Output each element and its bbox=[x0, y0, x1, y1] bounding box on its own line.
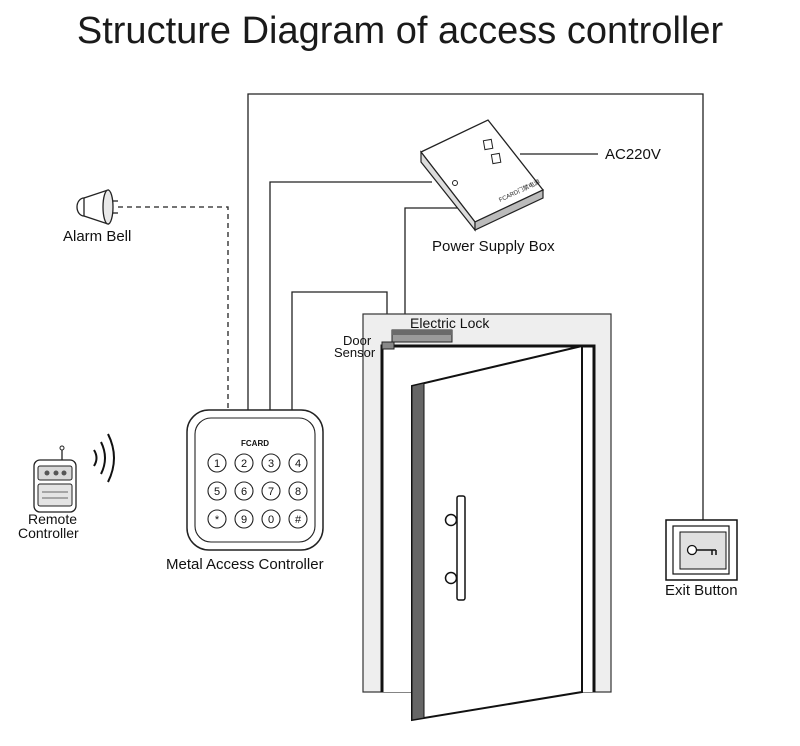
keypad-key-circle bbox=[288, 481, 308, 501]
door-sensor-label-line2: Sensor bbox=[334, 345, 376, 360]
power-supply-box-label: Power Supply Box bbox=[432, 238, 555, 255]
keypad-key-circle bbox=[207, 509, 227, 529]
wire-power-supply bbox=[269, 181, 432, 410]
alarm-bell-label: Alarm Bell bbox=[63, 228, 132, 245]
remote-controller-label-line2: Controller bbox=[18, 525, 79, 541]
keypad-key-10: 9 bbox=[241, 514, 247, 526]
keypad-key-7: 7 bbox=[268, 486, 274, 498]
alarm-bell-icon bbox=[76, 189, 118, 225]
page-title: Structure Diagram of access controller bbox=[76, 10, 724, 52]
keypad-keys: 1 2 3 4 5 6 7 8 * 9 0 # bbox=[207, 453, 308, 529]
electric-lock-label: Electric Lock bbox=[410, 315, 490, 331]
door-edge bbox=[411, 382, 425, 721]
keypad-brand: FCARD bbox=[241, 439, 269, 448]
door-sensor-label-line1: Door bbox=[343, 333, 372, 348]
door-assembly bbox=[362, 313, 612, 722]
keypad-key-circle bbox=[207, 481, 227, 501]
wire-exit-button bbox=[247, 93, 704, 520]
keypad-key-circle bbox=[234, 509, 254, 529]
keypad-key-5: 5 bbox=[214, 486, 220, 498]
keypad-device: FCARD 1 2 3 4 5 6 7 8 * 9 0 # bbox=[186, 409, 324, 551]
wire-electric-lock bbox=[404, 207, 462, 332]
remote-controller-icon bbox=[33, 445, 77, 513]
door-handle-icon bbox=[456, 495, 466, 601]
remote-controller-label-line1: Remote bbox=[28, 511, 78, 527]
door-leaf bbox=[411, 344, 583, 722]
keypad-key-circle bbox=[288, 453, 308, 473]
wireless-signal-icon bbox=[93, 433, 115, 483]
exit-button-icon bbox=[665, 519, 738, 581]
keypad-key-6: 6 bbox=[241, 486, 247, 498]
keypad-key-circle bbox=[288, 509, 308, 529]
exit-button-label: Exit Button bbox=[665, 582, 738, 599]
keypad-key-4: 4 bbox=[295, 458, 301, 470]
keypad-key-3: 3 bbox=[268, 458, 274, 470]
wire-alarm-bell bbox=[118, 206, 229, 410]
keypad-key-circle bbox=[261, 481, 281, 501]
keypad-key-1: 1 bbox=[214, 458, 220, 470]
metal-access-controller-label: Metal Access Controller bbox=[166, 556, 324, 573]
keypad-key-circle bbox=[261, 509, 281, 529]
power-supply-box-icon: FCARD门禁电源 bbox=[419, 119, 545, 232]
wiring bbox=[247, 93, 704, 520]
keypad-key-11: 0 bbox=[268, 514, 274, 526]
keypad-key-circle bbox=[261, 453, 281, 473]
keypad-key-circle bbox=[234, 481, 254, 501]
keypad-key-circle bbox=[234, 453, 254, 473]
door-sensor-icon bbox=[381, 341, 395, 350]
ac220v-label: AC220V bbox=[605, 146, 661, 163]
keypad-key-8: 8 bbox=[295, 486, 301, 498]
keypad-key-12: # bbox=[295, 514, 302, 526]
keypad-key-9: * bbox=[215, 514, 220, 526]
keypad-key-2: 2 bbox=[241, 458, 247, 470]
keypad-key-circle bbox=[207, 453, 227, 473]
